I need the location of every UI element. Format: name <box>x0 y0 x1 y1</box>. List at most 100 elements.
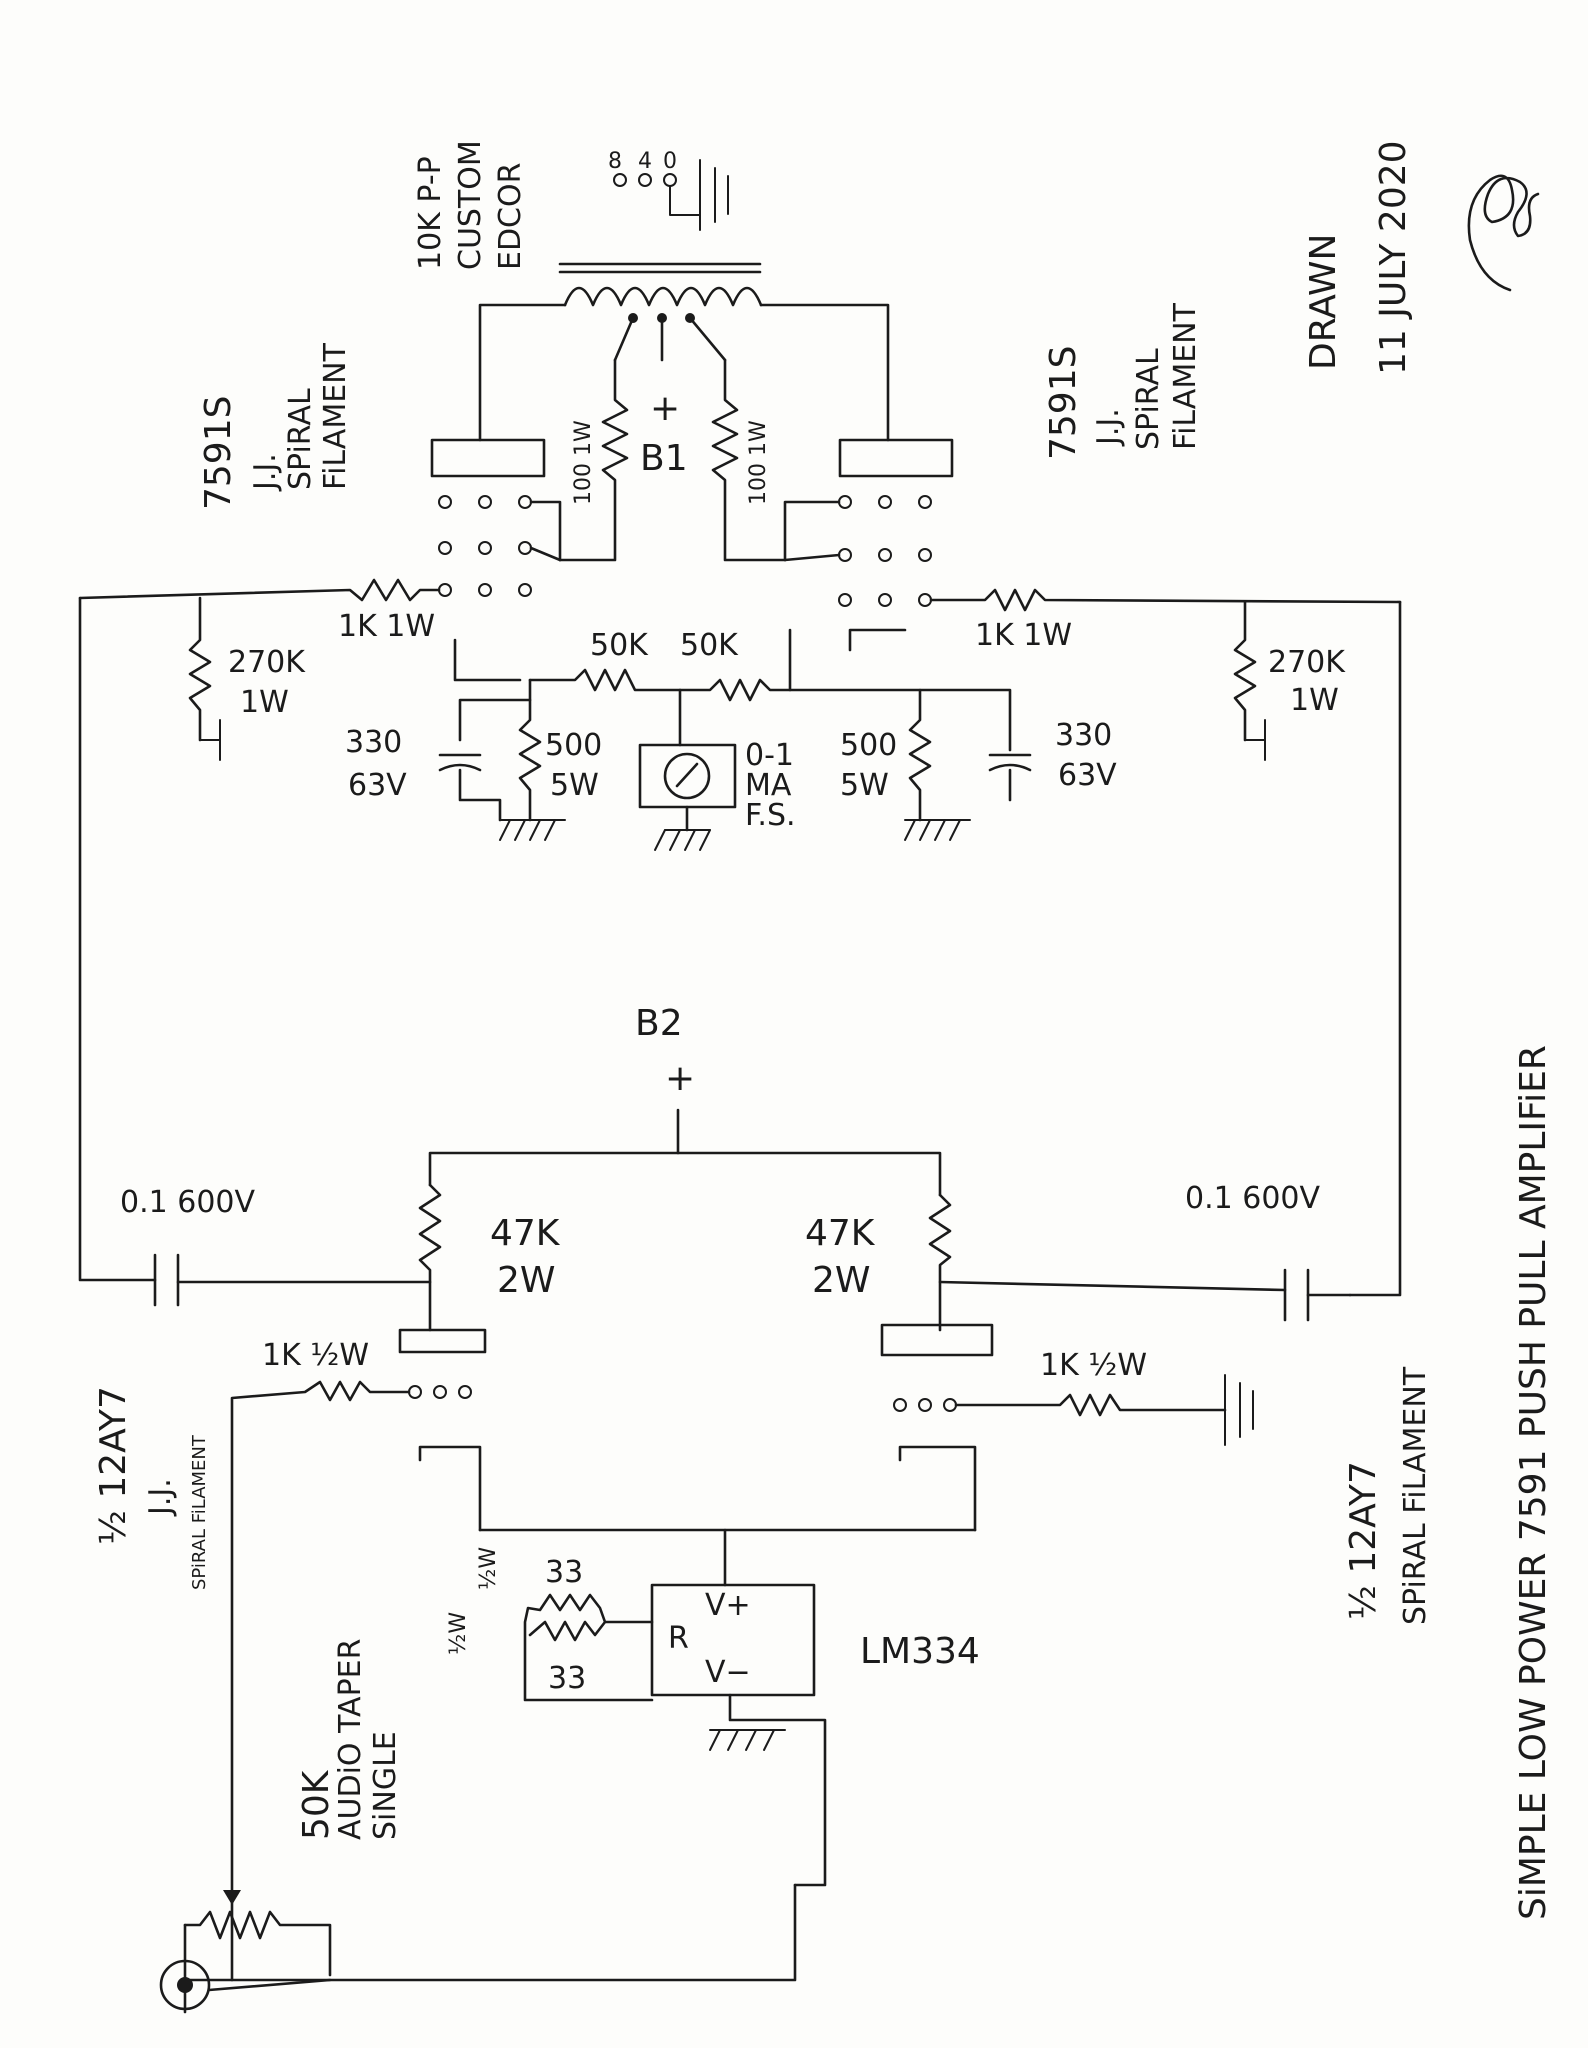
input-jack[interactable] <box>159 1959 211 2011</box>
meter-label-3: F.S. <box>745 798 796 833</box>
volume-label-3: SiNGLE <box>368 1731 403 1840</box>
grid-stopper-left-label: 1K 1W <box>338 609 435 644</box>
wire-screen-right <box>783 553 841 562</box>
drawn-label: DRAWN <box>1303 234 1344 370</box>
cathode-res-right-value: 500 <box>840 728 897 763</box>
input-jack-center <box>177 1977 193 1993</box>
driver-cathode-right <box>898 1445 977 1532</box>
driver-tube-right-note: SPiRAL FiLAMENT <box>1398 1366 1433 1625</box>
wire-secondary-ground <box>669 185 701 216</box>
wire-ccs-ground <box>728 1693 827 1887</box>
ccs-resistor-top-label: 33 <box>545 1555 583 1590</box>
driver-load-right <box>928 1193 952 1332</box>
ma-meter-dial <box>663 752 711 800</box>
driver-cathode-left <box>418 1445 482 1532</box>
ground-icon <box>709 1729 786 1751</box>
grid-leak-right <box>1233 600 1257 742</box>
driver-load-left-power: 2W <box>497 1260 556 1301</box>
driver-tube-left <box>398 1328 487 1532</box>
cathode-res-left-value: 500 <box>545 728 602 763</box>
lm334-vplus: V+ <box>705 1588 751 1623</box>
b2-plus: + <box>665 1058 695 1099</box>
driver-tube-left-note: SPiRAL FiLAMENT <box>189 1434 210 1590</box>
driver-tube-left-type: ½ 12AY7 <box>93 1386 134 1545</box>
driver-grid-right-label: 1K ½W <box>1040 1348 1147 1383</box>
lm334-vminus: V− <box>705 1655 751 1690</box>
ccs-resistor-bottom-power: ½W <box>446 1612 471 1655</box>
ground-icon <box>1224 1374 1254 1446</box>
cathode-cap-right-volt: 63V <box>1058 758 1117 793</box>
cathode-resistor-right <box>788 688 932 822</box>
driver-load-left-value: 47K <box>490 1213 561 1254</box>
tube-plate-bar <box>838 438 954 478</box>
wire-ground-return <box>183 1883 797 1982</box>
plate-resistor-right-label: 100 1W <box>746 420 771 505</box>
plate-resistor-left <box>558 358 629 562</box>
cathode-cap-left-plate <box>438 763 482 772</box>
secondary-tap-label-0: 0 <box>663 149 677 174</box>
ccs-resistor-top-power: ½W <box>476 1547 501 1590</box>
output-tube-left-maker: J.J. <box>248 453 283 492</box>
grid-stopper-left <box>78 578 441 602</box>
tube-plate-bar <box>430 438 546 478</box>
transformer-label-1: EDCOR <box>493 163 528 270</box>
secondary-tap-8 <box>613 173 627 187</box>
lm334-ccs <box>650 1583 816 1697</box>
driver-grid-left <box>230 1380 411 1982</box>
ccs-resistor-bottom <box>528 1620 607 1642</box>
wire-screen-left <box>529 546 562 562</box>
output-tube-right-type: 7591S <box>1043 346 1084 460</box>
secondary-tap-4 <box>638 173 652 187</box>
cathode-resistor-left <box>518 698 542 822</box>
driver-tube-right <box>880 1323 994 1532</box>
ground-icon <box>1244 719 1266 761</box>
wire-plate-into-right-tube <box>783 500 841 562</box>
driver-tube-left-maker: J.J. <box>143 1478 178 1517</box>
driver-load-left <box>418 1183 442 1332</box>
signature <box>1467 174 1540 292</box>
ccs-resistor-top <box>523 1593 654 1702</box>
driver-grid-left-label: 1K ½W <box>262 1338 369 1373</box>
transformer-label-2: CUSTOM <box>453 140 488 270</box>
volume-label-1: 50K <box>296 1769 337 1840</box>
grid-leak-right-value: 270K <box>1268 645 1346 680</box>
cathode-res-right-power: 5W <box>840 768 889 803</box>
cathode-cap-right-value: 330 <box>1055 718 1112 753</box>
grid-leak-right-power: 1W <box>1290 683 1339 718</box>
tube-cathode-stub <box>848 628 907 652</box>
coupling-cap-right-label: 0.1 600V <box>1185 1181 1321 1216</box>
balance-resistor-right <box>678 628 792 702</box>
schematic-title: SiMPLE LOW POWER 7591 PUSH PULL AMPLIFiE… <box>1513 1045 1554 1920</box>
driver-load-right-power: 2W <box>812 1260 871 1301</box>
grid-stopper-right <box>929 588 1402 612</box>
wire-left-cathode <box>458 678 532 742</box>
output-tube-left <box>430 438 546 682</box>
ground-icon <box>904 819 971 841</box>
wire-b2-left <box>428 1108 680 1187</box>
output-tube-left-note2: FiLAMENT <box>318 342 353 490</box>
b2-label: B2 <box>635 1003 683 1044</box>
volume-label-2: AUDiO TAPER <box>333 1639 368 1840</box>
b1-plus: + <box>650 388 680 429</box>
transformer-primary-coil <box>563 286 763 307</box>
plate-resistor-right <box>711 358 787 562</box>
grid-leak-left <box>188 596 212 742</box>
meter-label-1: 0-1 <box>745 738 794 773</box>
lm334-label: LM334 <box>860 1631 980 1672</box>
driver-grid-right <box>954 1393 1227 1417</box>
secondary-tap-0 <box>663 173 677 187</box>
meter-label-2: MA <box>745 768 792 803</box>
volume-pot-wiper-arrow <box>223 1890 241 1905</box>
wire-plate-left <box>613 316 635 362</box>
output-tube-left-type: 7591S <box>198 396 239 510</box>
cathode-cap-right-plate <box>988 763 1032 772</box>
output-tube-left-note1: SPiRAL <box>283 388 318 490</box>
ground-icon <box>499 819 566 841</box>
balance-resistor-left <box>528 668 682 692</box>
grid-leak-left-power: 1W <box>240 685 289 720</box>
coupling-cap-left-label: 0.1 600V <box>120 1185 256 1220</box>
ground-icon <box>199 719 221 761</box>
wire-primary-left <box>478 303 567 442</box>
